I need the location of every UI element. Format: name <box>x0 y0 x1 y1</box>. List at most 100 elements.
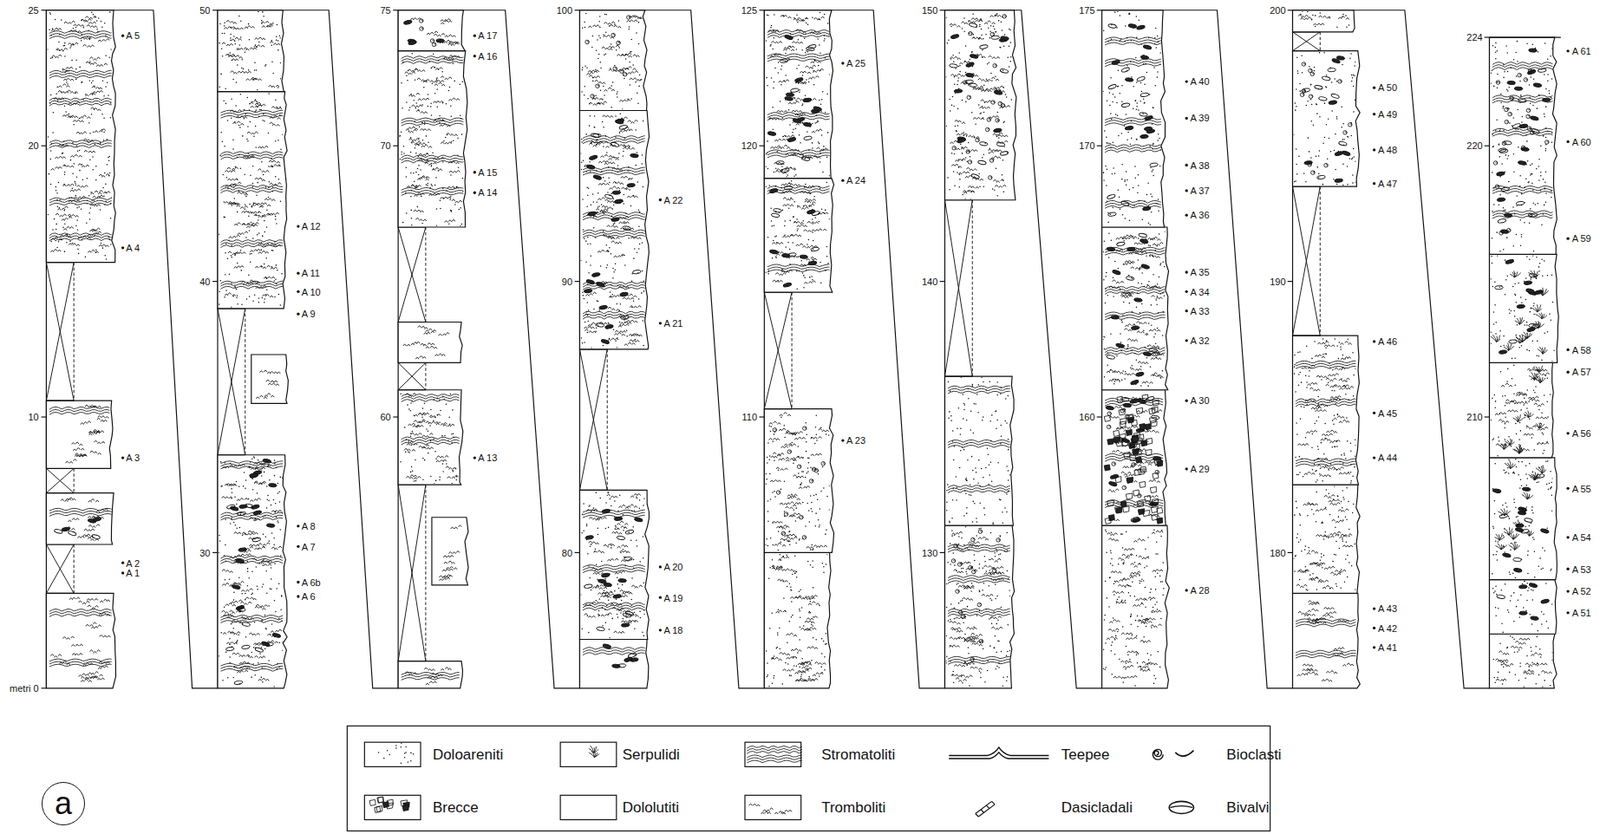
sand-dot <box>266 288 268 291</box>
bed-outline <box>579 639 648 688</box>
thrombolite-clot <box>92 195 104 198</box>
sand-dot <box>246 298 249 301</box>
sand-dot <box>612 208 614 210</box>
sand-dot <box>251 458 254 461</box>
axis-tick <box>212 280 218 282</box>
sand-dot <box>231 621 234 624</box>
sand-dot <box>433 483 436 484</box>
stromatolite-line <box>221 151 284 155</box>
sand-dot <box>278 293 281 296</box>
covered-interval <box>244 308 246 456</box>
sand-dot <box>642 557 645 560</box>
pattern-group <box>401 667 460 686</box>
sand-dot <box>240 249 242 252</box>
sand-dot <box>601 625 604 627</box>
thrombolite-clot <box>587 509 598 512</box>
sand-dot <box>410 172 412 175</box>
thrombolite-clot <box>266 379 278 383</box>
thrombolite-clot <box>58 144 68 147</box>
covered-interval <box>45 544 74 594</box>
sand-dot <box>104 85 107 88</box>
thrombolite-clot <box>261 562 272 567</box>
sand-dot <box>275 587 278 590</box>
sand-dot <box>280 528 282 531</box>
sand-dot <box>254 520 256 523</box>
sand-dot <box>78 117 81 120</box>
stromatolite-line <box>582 172 646 176</box>
bivalve-symbol <box>583 584 593 589</box>
sand-dot <box>76 144 79 147</box>
bed-outline <box>217 91 288 309</box>
thrombolite-clot <box>451 199 463 203</box>
bivalve-symbol <box>234 680 243 686</box>
sand-dot <box>248 274 250 276</box>
sand-dot <box>587 236 589 239</box>
sand-dot <box>277 39 280 42</box>
stromatolite-line <box>221 463 284 467</box>
sand-dot <box>108 160 111 163</box>
sand-dot <box>279 35 281 38</box>
bivalve-symbol <box>235 558 245 564</box>
thrombolite-clot <box>92 91 103 94</box>
stromatolite-line <box>49 659 112 662</box>
sand-dot <box>223 145 226 148</box>
thrombolite-clot <box>417 176 429 181</box>
sand-dot <box>432 437 435 440</box>
sand-dot <box>251 592 254 595</box>
sand-dot <box>451 483 454 484</box>
thrombolite-clot <box>72 448 85 451</box>
sand-dot <box>247 585 249 588</box>
sand-dot <box>581 169 582 171</box>
sand-dot <box>602 176 605 179</box>
sand-dot <box>258 232 261 235</box>
sand-dot <box>619 321 621 324</box>
sand-dot <box>635 496 638 499</box>
sand-dot <box>254 215 257 217</box>
sand-dot <box>597 613 600 616</box>
sand-dot <box>634 164 637 167</box>
thrombolite-clot <box>86 25 98 28</box>
thrombolite-clot <box>267 212 280 216</box>
sand-dot <box>64 55 66 58</box>
sand-dot <box>280 594 283 597</box>
sand-dot <box>622 529 625 532</box>
thrombolite-clot <box>612 167 623 171</box>
sand-dot <box>222 174 224 177</box>
sand-dot <box>267 26 269 28</box>
covered-interval <box>424 362 426 390</box>
sand-dot <box>437 105 439 108</box>
thrombolite-clot <box>588 541 600 545</box>
axis-tick <box>392 145 399 147</box>
covered-interval <box>607 349 608 491</box>
sand-dot <box>607 600 610 602</box>
thrombolite-clot <box>413 341 425 346</box>
bivalve-symbol <box>252 537 262 543</box>
sand-dot <box>279 37 281 40</box>
sand-dot <box>405 74 408 77</box>
thrombolite-clot <box>443 555 453 558</box>
thrombolite-clot <box>84 404 96 408</box>
stromatolite-line <box>49 97 112 101</box>
sand-dot <box>102 187 105 190</box>
sand-dot <box>65 111 67 113</box>
sand-dot <box>415 152 418 155</box>
sand-dot <box>254 61 256 64</box>
thrombolite-clot <box>449 170 460 174</box>
sand-dot <box>403 145 405 148</box>
thrombolite-clot <box>630 494 640 498</box>
thrombolite-clot <box>249 517 261 522</box>
thrombolite-clot <box>417 97 430 101</box>
sand-dot <box>266 593 268 595</box>
thrombolite-clot <box>91 85 103 89</box>
bioclast-symbol <box>431 42 436 46</box>
bivalve-symbol <box>249 472 259 479</box>
sand-dot <box>270 567 273 569</box>
sand-dot <box>641 270 644 273</box>
sand-dot <box>77 150 79 152</box>
thrombolite-clot <box>258 250 269 254</box>
sand-dot <box>262 534 265 536</box>
sand-dot <box>221 485 223 488</box>
sand-dot <box>50 183 53 186</box>
thrombolite-clot <box>608 156 620 161</box>
sand-dot <box>261 19 263 22</box>
